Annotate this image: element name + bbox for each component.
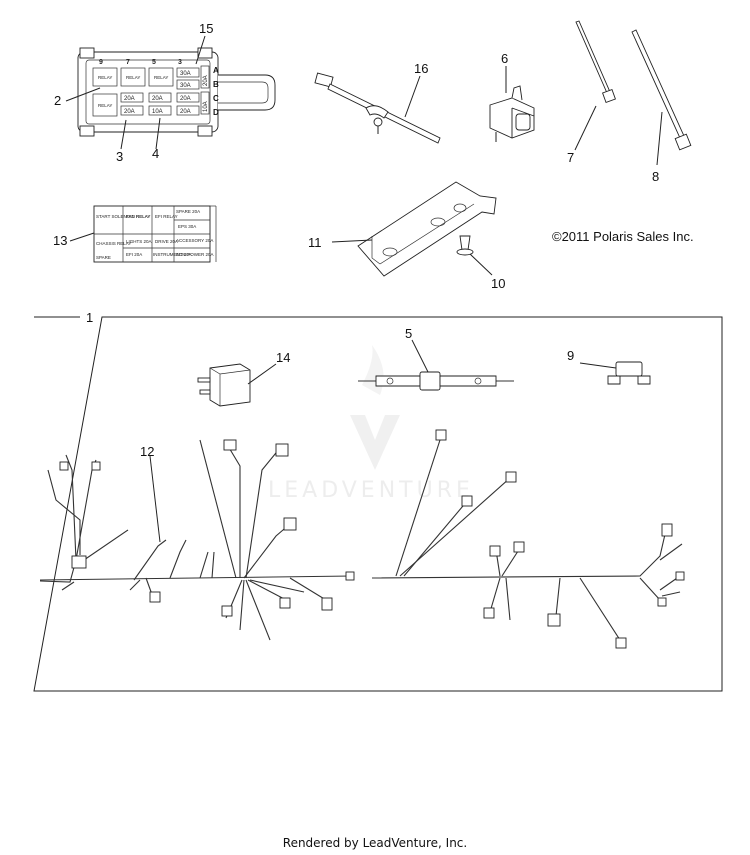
col-number: 5: [152, 59, 156, 66]
callout-13: 13: [53, 233, 67, 248]
decal-cell: SPARE: [96, 255, 111, 260]
callout-14: 14: [276, 350, 290, 365]
fuse-label: 10A: [203, 101, 209, 112]
callout-9: 9: [567, 348, 574, 363]
col-number: 7: [126, 59, 130, 66]
decal-cell: EFI RELAY: [155, 214, 178, 219]
relay-part: [197, 363, 251, 407]
decal-cell: ACCESSORY 20A: [176, 238, 213, 243]
col-number: 3: [178, 59, 182, 66]
row-letter: A: [213, 66, 219, 75]
callout-2: 2: [54, 93, 61, 108]
bracket-part: [357, 181, 497, 277]
push-rivet: [456, 235, 474, 256]
harness-left: [39, 439, 355, 641]
decal-cell: ECM POWER 20A: [176, 252, 214, 257]
fuse-label: 20A: [203, 75, 209, 86]
fuse-label: 30A: [180, 71, 191, 77]
callout-1: 1: [86, 310, 93, 325]
callout-12: 12: [140, 444, 154, 459]
callout-3: 3: [116, 149, 123, 164]
fuse-label: 20A: [124, 96, 135, 102]
circuit-breaker: [607, 361, 651, 385]
relay-label: RELAY: [126, 75, 140, 80]
decal-cell: CHASSIS RELAY: [96, 241, 131, 246]
inline-fuse-holder: [358, 371, 514, 391]
fuse-label: 10A: [152, 109, 163, 115]
fuse-label: 20A: [124, 109, 135, 115]
relay-label: RELAY: [98, 75, 112, 80]
watermark-text: LEADVENTURE: [268, 478, 474, 503]
assembly-frame: [33, 316, 723, 692]
callout-15: 15: [199, 21, 213, 36]
decal-cell: FAN RELAY: [126, 214, 150, 219]
fuse-label: 20A: [180, 96, 191, 102]
cable-tie-with-clip: [314, 72, 441, 144]
cable-tie-small: [575, 20, 616, 103]
watermark-logo: LEADVENTURE: [268, 345, 474, 503]
fuse-label: 30A: [180, 83, 191, 89]
harness-right: [371, 429, 685, 649]
decal-cell: EPS 30A: [178, 224, 196, 229]
row-letter: B: [213, 80, 219, 89]
decal-cell: DRIVE 20A: [155, 239, 178, 244]
callout-4: 4: [152, 146, 159, 161]
decal-cell: START SOLENOID RELAY: [96, 214, 150, 219]
callout-16: 16: [414, 61, 428, 76]
row-letter: C: [213, 94, 219, 103]
decal-cell: LIGHTS 20A: [126, 239, 152, 244]
decal-cell: INSTRUMENT 10A: [153, 252, 192, 257]
copyright-notice: ©2011 Polaris Sales Inc.: [552, 229, 694, 244]
fuse-box: 9 7 5 3 RELAY RELAY RELAY RELAY 30A 30A …: [77, 47, 276, 137]
connector-part: [489, 85, 535, 142]
fuse-label: 20A: [180, 109, 191, 115]
decal-cell: SPARE 20A: [176, 209, 200, 214]
relay-label: RELAY: [98, 103, 112, 108]
callout-5: 5: [405, 326, 412, 341]
cable-tie-large: [631, 29, 692, 151]
decal-cell: EFI 20A: [126, 252, 142, 257]
fuse-label: 20A: [152, 96, 163, 102]
callout-8: 8: [652, 169, 659, 184]
callout-10: 10: [491, 276, 505, 291]
callout-6: 6: [501, 51, 508, 66]
callout-11: 11: [308, 235, 322, 250]
col-number: 9: [99, 59, 103, 66]
row-letter: D: [213, 108, 219, 117]
relay-label: RELAY: [154, 75, 168, 80]
footer-credit: Rendered by LeadVenture, Inc.: [282, 836, 468, 850]
callout-7: 7: [567, 150, 574, 165]
fuse-decal: START SOLENOID RELAY FAN RELAY EFI RELAY…: [93, 205, 217, 263]
